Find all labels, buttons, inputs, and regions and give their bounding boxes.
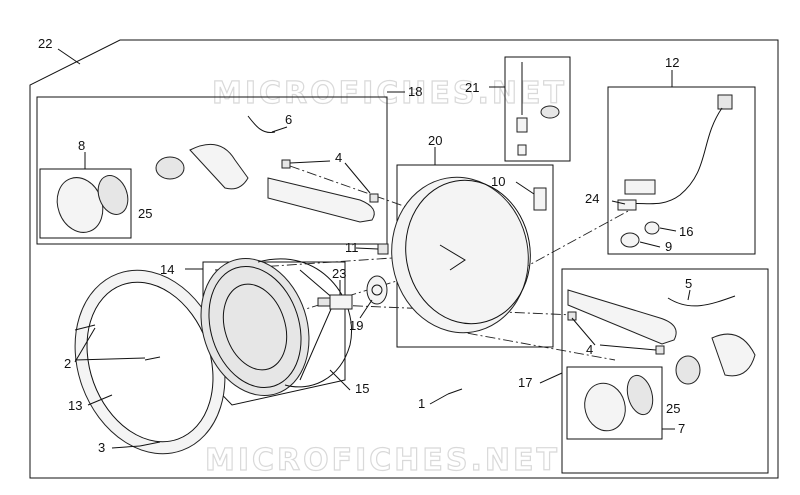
leader-17 bbox=[539, 372, 563, 384]
leader-22 bbox=[57, 48, 81, 65]
box-12 bbox=[607, 86, 756, 255]
part-8-turn-signal-lens bbox=[56, 175, 129, 233]
part-11-nut bbox=[377, 243, 389, 255]
box-21 bbox=[504, 56, 571, 162]
box-7 bbox=[566, 366, 663, 440]
callout-20: 20 bbox=[428, 133, 442, 148]
part-4-lower-nut-a bbox=[567, 311, 577, 321]
part-5-wire bbox=[667, 295, 736, 307]
axis-line-6 bbox=[519, 209, 631, 271]
part-4-lower-nut-b bbox=[655, 345, 665, 355]
axis-line-1 bbox=[289, 165, 416, 211]
callout-14: 14 bbox=[160, 262, 174, 277]
part-lower-turn-signal-arm bbox=[567, 289, 756, 385]
watermark-top: MICROFICHES.NET bbox=[212, 76, 567, 111]
part-23-bulb bbox=[317, 294, 353, 310]
callout-13: 13 bbox=[68, 398, 82, 413]
leader-16 bbox=[659, 227, 677, 232]
part-6-wire bbox=[247, 115, 276, 134]
part-16-grommet bbox=[644, 221, 660, 235]
part-2-screw-a bbox=[74, 324, 96, 331]
callout-21: 21 bbox=[465, 80, 479, 95]
callout-23: 23 bbox=[332, 266, 346, 281]
watermark-bottom: MICROFICHES.NET bbox=[205, 443, 560, 478]
callout-11: 11 bbox=[345, 240, 359, 255]
leader-4-lower-b bbox=[599, 344, 657, 351]
box-17 bbox=[561, 268, 769, 474]
part-9-grommet bbox=[620, 232, 640, 248]
part-15-gasket bbox=[257, 258, 352, 388]
callout-9: 9 bbox=[665, 239, 672, 254]
leader-11 bbox=[355, 247, 379, 250]
callout-18: 18 bbox=[408, 84, 422, 99]
part-4-upper-nut-a bbox=[281, 159, 291, 169]
leader-6 bbox=[271, 126, 288, 133]
callout-10: 10 bbox=[491, 174, 505, 189]
callout-24: 24 bbox=[585, 191, 599, 206]
callout-7: 7 bbox=[678, 421, 685, 436]
leader-4-upper bbox=[344, 162, 371, 194]
callout-16: 16 bbox=[679, 224, 693, 239]
callout-6: 6 bbox=[285, 112, 292, 127]
box-18 bbox=[36, 96, 388, 245]
part-2-screw-b bbox=[144, 356, 161, 361]
callout-2: 2 bbox=[64, 356, 71, 371]
part-1-screw bbox=[447, 388, 463, 395]
callout-15: 15 bbox=[355, 381, 369, 396]
callout-22: 22 bbox=[38, 36, 52, 51]
callout-3: 3 bbox=[98, 440, 105, 455]
leader-3 bbox=[111, 445, 141, 449]
callout-4-lower: 4 bbox=[586, 342, 593, 357]
axis-line-5 bbox=[449, 329, 616, 361]
part-4-upper-nut-b bbox=[369, 193, 379, 203]
part-upper-turn-signal-arm bbox=[155, 143, 375, 223]
leader-4-lower bbox=[571, 317, 596, 346]
leader-2 bbox=[74, 357, 146, 361]
main-assembly-frame bbox=[29, 39, 779, 479]
leader-5 bbox=[687, 289, 691, 301]
part-20-headlight-shell bbox=[391, 176, 531, 334]
callout-25-upper: 25 bbox=[138, 206, 152, 221]
leader-24 bbox=[611, 200, 626, 205]
callout-19: 19 bbox=[349, 318, 363, 333]
callout-1: 1 bbox=[418, 396, 425, 411]
part-21-fastener-set bbox=[516, 62, 560, 156]
leader-10 bbox=[515, 181, 535, 195]
callout-17: 17 bbox=[518, 375, 532, 390]
part-3-screw bbox=[139, 441, 161, 447]
part-14-lens-reflector bbox=[200, 258, 336, 396]
part-12-wiring-harness bbox=[617, 94, 733, 211]
callout-5: 5 bbox=[685, 276, 692, 291]
leader-9 bbox=[639, 241, 661, 248]
callout-25-lower: 25 bbox=[666, 401, 680, 416]
part-19-bulb-holder bbox=[366, 275, 388, 305]
part-13-headlight-rim bbox=[74, 269, 226, 455]
leader-1 bbox=[429, 393, 449, 405]
callout-8: 8 bbox=[78, 138, 85, 153]
axis-line-4 bbox=[334, 304, 576, 316]
leader-15 bbox=[329, 369, 351, 391]
callout-12: 12 bbox=[665, 55, 679, 70]
leader-2-b bbox=[74, 327, 96, 363]
callout-4-upper: 4 bbox=[335, 150, 342, 165]
part-10-connector bbox=[533, 187, 547, 211]
leader-13 bbox=[87, 394, 113, 406]
leader-19 bbox=[359, 299, 373, 319]
part-7-turn-signal-lens bbox=[584, 374, 654, 432]
leader-4-upper-b bbox=[289, 160, 331, 164]
